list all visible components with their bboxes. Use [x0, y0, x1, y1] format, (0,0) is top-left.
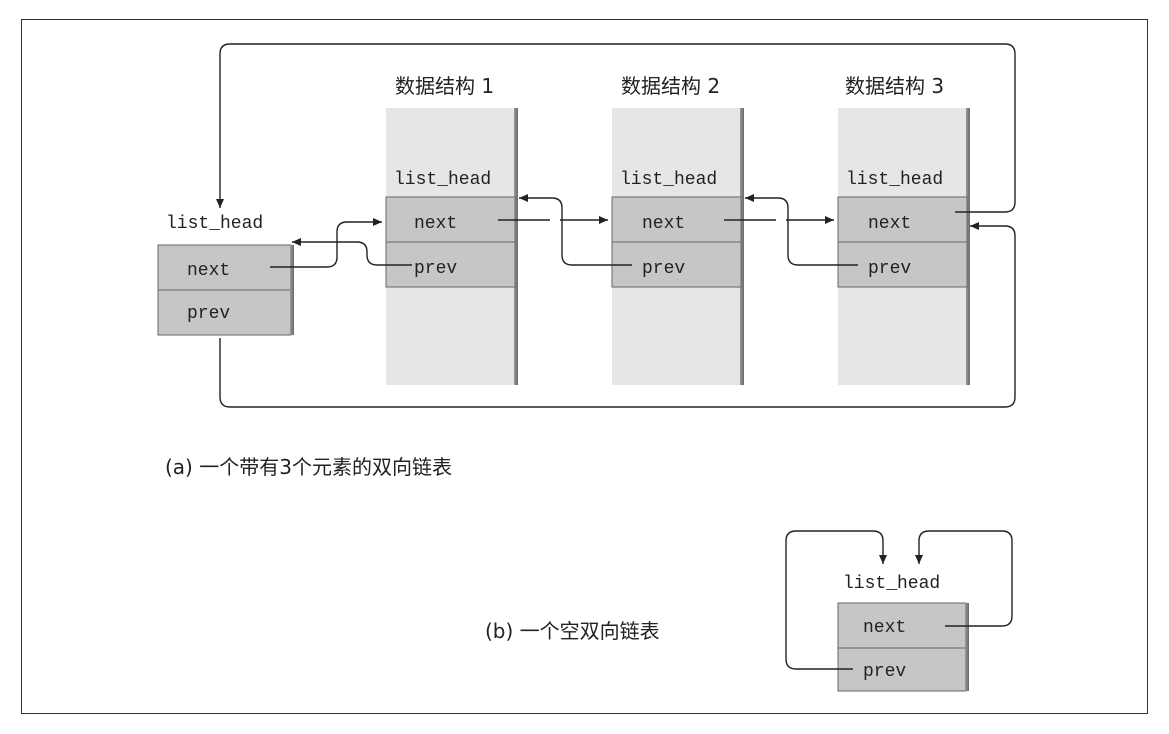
caption-b: (b) 一个空双向链表	[485, 619, 660, 643]
next-label: next	[863, 618, 906, 638]
prev-label: prev	[642, 259, 685, 279]
prev-cell	[157, 289, 292, 336]
structure-title: 数据结构 3	[845, 74, 944, 98]
arrow-head-prev-to-s3	[219, 222, 1016, 408]
arrow-head-next-to-s1	[270, 218, 382, 268]
next-label: next	[868, 214, 911, 234]
arrow-prev-self	[785, 530, 887, 670]
structure-shadow	[514, 108, 518, 385]
arrow-s3-prev-to-s2	[745, 194, 858, 266]
prev-cell	[837, 647, 967, 692]
list-head-label: list_head	[394, 170, 491, 190]
structure-title: 数据结构 2	[621, 74, 720, 98]
pointer-arrows-b	[785, 530, 1013, 670]
prev-label: prev	[868, 259, 911, 279]
list-head-label: list_head	[166, 214, 263, 234]
figure-frame	[21, 19, 1148, 714]
prev-cell	[837, 241, 968, 288]
head-node: list_head next prev	[157, 214, 294, 336]
next-label: next	[414, 214, 457, 234]
data-structure-3: 数据结构 3 list_head next prev	[837, 74, 970, 385]
arrow-s2-prev-to-s1	[519, 194, 632, 266]
next-cell	[837, 196, 968, 243]
next-label: next	[642, 214, 685, 234]
node-shadow	[290, 245, 294, 335]
structure-title: 数据结构 1	[395, 74, 494, 98]
arrow-s1-prev-to-head	[292, 238, 412, 266]
prev-label: prev	[863, 662, 906, 682]
next-label: next	[187, 261, 230, 281]
data-structure-1: 数据结构 1 list_head next prev	[385, 74, 518, 385]
arrow-next-self	[915, 530, 1013, 627]
prev-label: prev	[187, 304, 230, 324]
list-head-label: list_head	[846, 170, 943, 190]
next-cell	[385, 196, 516, 243]
prev-cell	[611, 241, 742, 288]
node-shadow	[965, 603, 969, 691]
structure-shadow	[740, 108, 744, 385]
empty-head-node: list_head next prev	[837, 574, 969, 692]
caption-a: (a) 一个带有3个元素的双向链表	[165, 455, 452, 479]
data-structure-2: 数据结构 2 list_head next prev	[611, 74, 744, 385]
structure-shadow	[966, 108, 970, 385]
prev-label: prev	[414, 259, 457, 279]
pointer-arrows-a	[216, 43, 1016, 408]
list-head-label: list_head	[620, 170, 717, 190]
list-head-label: list_head	[843, 574, 940, 594]
arrow-s3-next-to-head	[216, 43, 1016, 213]
